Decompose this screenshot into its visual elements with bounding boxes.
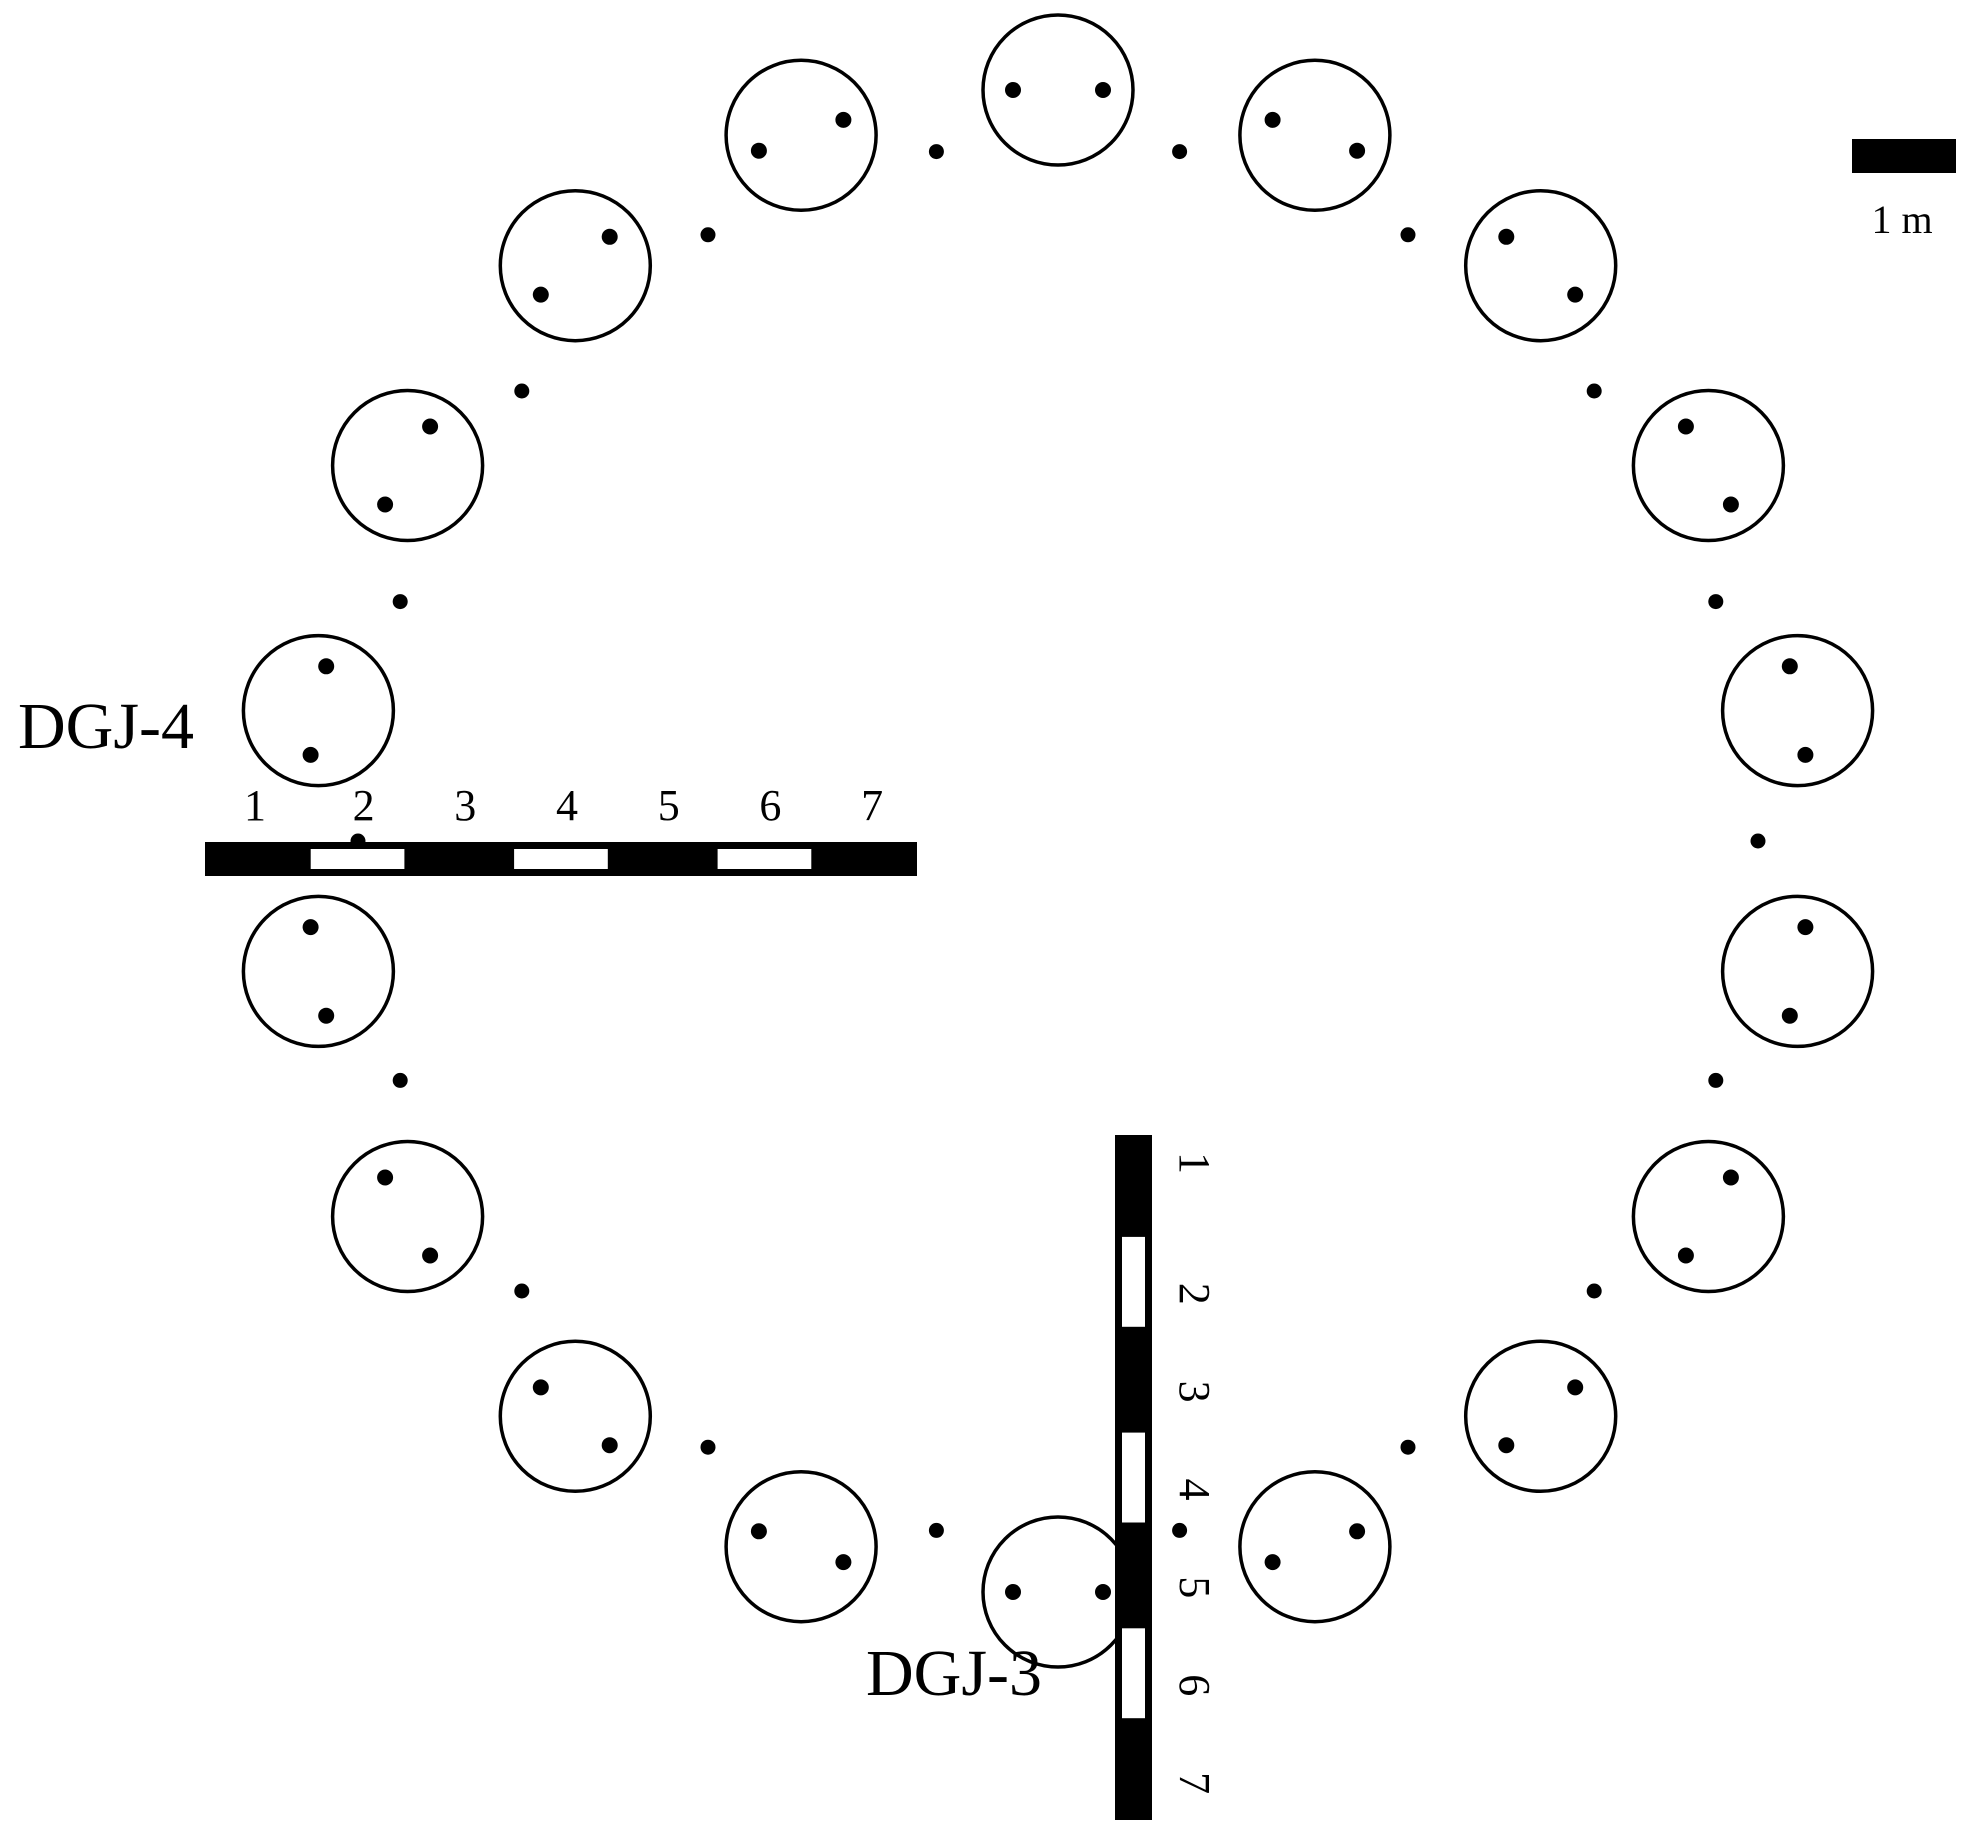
ruler-segment-light (1122, 1432, 1145, 1523)
post-hole-dot (601, 1437, 618, 1454)
ruler-segment-light (717, 849, 812, 869)
pit-circle (1720, 633, 1875, 788)
scale-bar-block (1852, 139, 1956, 173)
ring-dot (1172, 144, 1188, 160)
ring-dot (1586, 383, 1602, 399)
pit-circle (1238, 58, 1392, 213)
post-hole-dot (377, 496, 394, 513)
pit-circle (724, 58, 878, 213)
post-hole-dot (1722, 496, 1739, 513)
pit-circle (498, 1339, 653, 1494)
pit-circle (724, 1469, 878, 1624)
post-hole-dot (422, 418, 439, 435)
post-hole-dot (1677, 418, 1694, 435)
profile-dgj3-label: DGJ-3 (866, 1637, 1042, 1710)
post-hole-dot (1005, 1584, 1021, 1600)
ring-dot (1708, 594, 1724, 610)
ring-dot (1400, 227, 1416, 243)
pit-circle (1463, 1339, 1618, 1494)
pit-circle (1238, 1469, 1392, 1624)
ruler-tick-label: 6 (1170, 1674, 1219, 1696)
pit-circle (1720, 894, 1875, 1049)
post-hole-dot (1567, 286, 1584, 303)
ruler-tick-label: 3 (454, 781, 476, 830)
ruler-tick-label: 4 (1170, 1479, 1219, 1501)
ring-dot (700, 227, 716, 243)
post-hole-dot (1005, 82, 1021, 98)
post-hole-dot (835, 111, 852, 128)
ring-dot (1172, 1522, 1188, 1538)
ruler-tick-label: 2 (353, 781, 375, 830)
post-hole-dot (750, 142, 767, 159)
post-hole-dot (318, 658, 335, 675)
ruler-segment-light (1122, 1628, 1145, 1719)
post-hole-dot (302, 919, 319, 936)
post-hole-dot (1095, 1584, 1111, 1600)
post-hole-dot (750, 1523, 767, 1540)
ruler-tick-label: 4 (556, 781, 578, 830)
post-hole-dot (532, 1379, 549, 1396)
post-hole-dot (1264, 1554, 1281, 1571)
pit-circle (1631, 388, 1786, 543)
pit-circle (330, 1139, 485, 1294)
ruler-tick-label: 3 (1170, 1381, 1219, 1403)
pit-circle (1463, 188, 1618, 343)
post-hole-dot (1722, 1169, 1739, 1186)
ring-dot (392, 1072, 408, 1088)
profile-dgj3-ruler: 1 2 3 4 5 6 7 (1115, 1135, 1219, 1820)
ruler-tick-label: 1 (244, 781, 266, 830)
ring-dot (700, 1439, 716, 1455)
ruler-tick-label: 2 (1170, 1283, 1219, 1305)
pit-circle (330, 388, 485, 543)
ruler-tick-label: 7 (1170, 1772, 1219, 1794)
ruler-segment-light (514, 849, 608, 869)
post-hole-dot (377, 1169, 394, 1186)
post-hole-dot (318, 1007, 335, 1024)
post-hole-dot (1349, 142, 1366, 159)
pit-circle (498, 188, 653, 343)
ruler-segment-light (1122, 1236, 1145, 1327)
ring-dot (514, 1283, 530, 1299)
pit-circle (241, 633, 396, 788)
ring-dot (1708, 1072, 1724, 1088)
ring-dot (1400, 1439, 1416, 1455)
ruler-tick-label: 5 (658, 781, 680, 830)
ring-dot (1750, 833, 1766, 849)
ring-dot (392, 594, 408, 610)
ruler-tick-label: 6 (759, 781, 781, 830)
post-hole-dot (1781, 658, 1798, 675)
post-hole-dot (422, 1247, 439, 1264)
post-hole-dot (1781, 1007, 1798, 1024)
post-hole-dot (1677, 1247, 1694, 1264)
ring-dot (928, 1522, 944, 1538)
scale-bar: 1 m (1852, 139, 1956, 242)
ring-dot (1586, 1283, 1602, 1299)
ring-dot (928, 144, 944, 160)
pit-circle (241, 894, 396, 1049)
post-hole-dot (532, 286, 549, 303)
ring-group (241, 13, 1875, 1669)
pit-circle (1631, 1139, 1786, 1294)
ruler-segment-light (310, 849, 405, 869)
post-hole-dot (1095, 82, 1111, 98)
post-hole-dot (1349, 1523, 1366, 1540)
post-hole-dot (601, 228, 618, 245)
ring-dot (514, 383, 530, 399)
post-hole-dot (1264, 111, 1281, 128)
post-hole-dot (1797, 919, 1814, 936)
post-hole-dot (1498, 228, 1515, 245)
ruler-tick-label: 7 (861, 781, 883, 830)
post-hole-dot (1797, 746, 1814, 763)
post-hole-dot (302, 746, 319, 763)
ruler-tick-label: 1 (1170, 1152, 1219, 1174)
scale-bar-label: 1 m (1871, 197, 1932, 242)
post-hole-dot (1567, 1379, 1584, 1396)
pit-circle (981, 13, 1135, 167)
ruler-tick-label: 5 (1170, 1576, 1219, 1598)
profile-dgj4-label: DGJ-4 (18, 690, 194, 763)
post-hole-dot (1498, 1437, 1515, 1454)
profile-dgj4-ruler: 1 2 3 4 5 6 7 (205, 781, 917, 876)
post-hole-dot (835, 1554, 852, 1571)
